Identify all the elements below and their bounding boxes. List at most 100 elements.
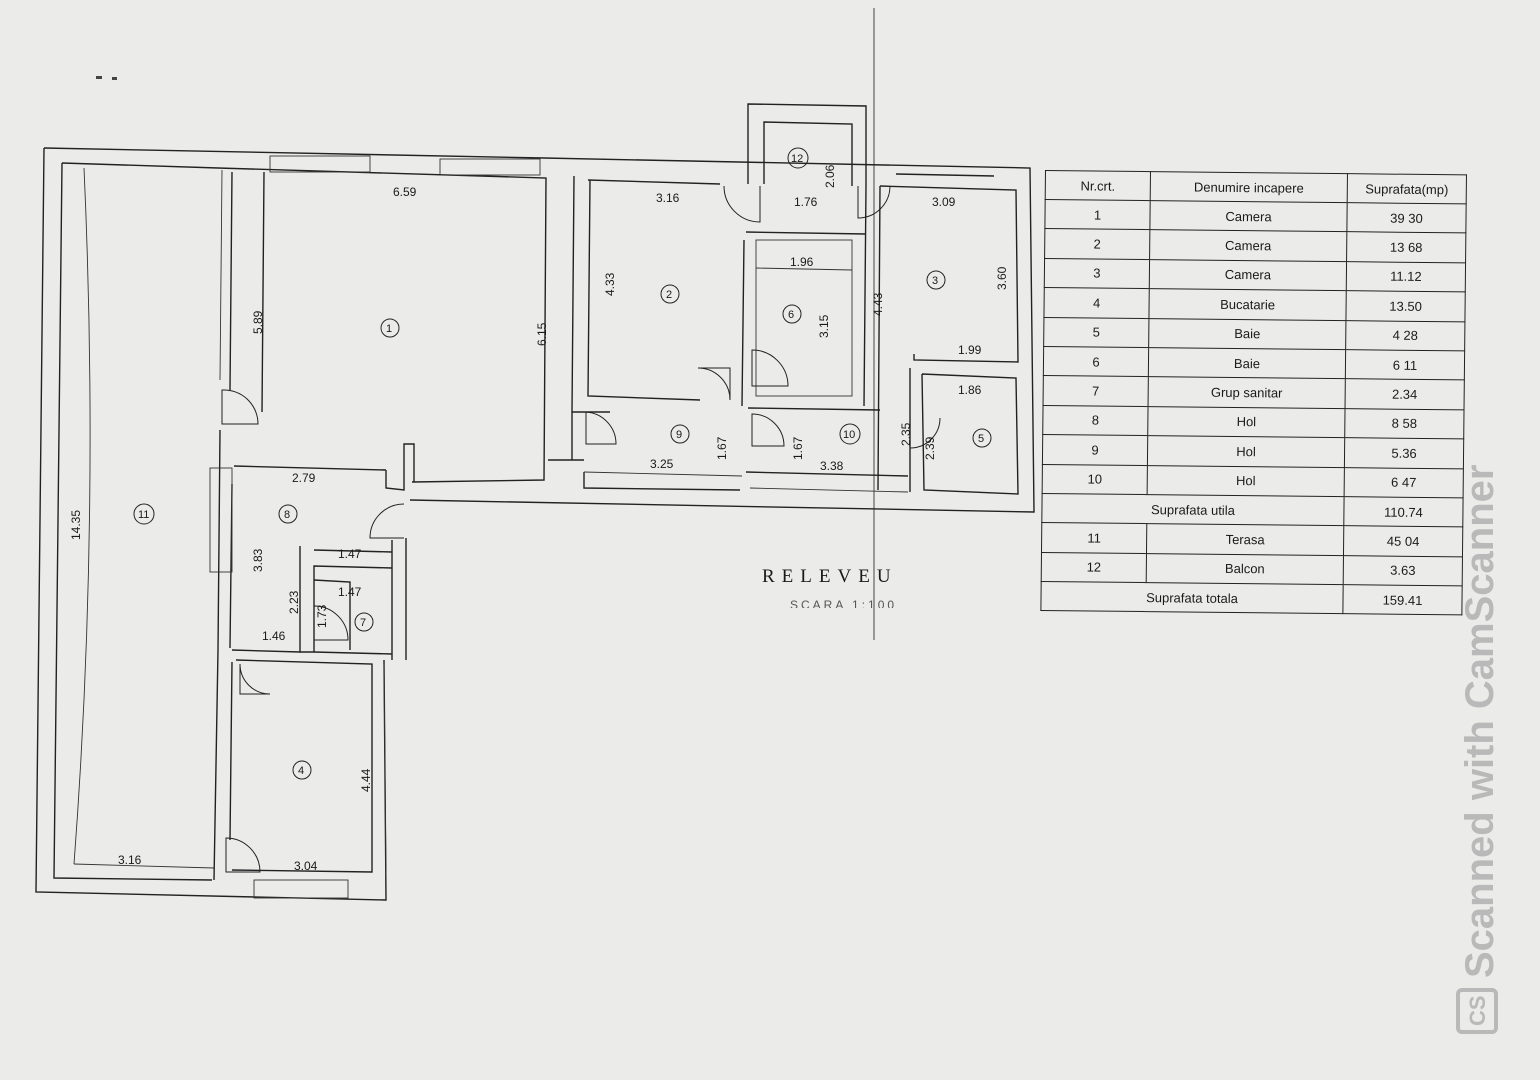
dim-label: 4.33 bbox=[603, 272, 617, 296]
dim-label: 1.96 bbox=[790, 255, 814, 269]
room-label: 1 bbox=[386, 323, 392, 335]
room-label: 11 bbox=[138, 509, 149, 521]
total-area: 159.41 bbox=[1342, 584, 1463, 616]
room-3-walls bbox=[745, 173, 1019, 495]
dim-label: 3.16 bbox=[118, 853, 142, 867]
dim-label: 4.44 bbox=[359, 768, 373, 792]
door-swings bbox=[221, 185, 941, 873]
cell-name: Hol bbox=[1147, 465, 1345, 497]
room-label: 8 bbox=[284, 509, 290, 521]
cell-name: Baie bbox=[1148, 347, 1346, 380]
cell-name: Hol bbox=[1147, 435, 1345, 468]
cell-nr: 2 bbox=[1044, 228, 1150, 260]
cell-nr: 10 bbox=[1042, 464, 1148, 495]
cell-nr: 3 bbox=[1044, 258, 1150, 289]
subtotal-area: 110.74 bbox=[1343, 496, 1464, 528]
room-label: 9 bbox=[676, 429, 682, 441]
cell-nr: 4 bbox=[1043, 287, 1150, 319]
cell-nr: 8 bbox=[1042, 405, 1149, 436]
drawing-title: RELEVEU bbox=[762, 566, 898, 587]
room-6-walls bbox=[745, 185, 867, 407]
room-area-table: Nr.crt. Denumire incapere Suprafata(mp) … bbox=[1040, 170, 1467, 616]
room-label: 5 bbox=[978, 433, 984, 445]
header-area: Suprafata(mp) bbox=[1347, 173, 1467, 204]
cell-area: 3.63 bbox=[1343, 555, 1463, 586]
dim-label: 3.38 bbox=[820, 459, 844, 473]
subtotal-label: Suprafata utila bbox=[1041, 493, 1345, 526]
cell-area: 45 04 bbox=[1343, 525, 1463, 557]
cell-name: Camera bbox=[1149, 259, 1347, 291]
cell-area: 13 68 bbox=[1346, 232, 1466, 263]
total-label: Suprafata totala bbox=[1040, 581, 1344, 615]
cell-name: Balcon bbox=[1146, 553, 1344, 585]
cell-area: 2.34 bbox=[1345, 379, 1465, 410]
dim-label: 1.73 bbox=[315, 604, 329, 628]
cell-area: 11.12 bbox=[1346, 261, 1466, 293]
cell-nr: 9 bbox=[1042, 434, 1148, 466]
room-label: 3 bbox=[932, 275, 938, 287]
room-12-walls bbox=[747, 103, 867, 186]
room-markers: 1 2 3 4 5 6 7 8 9 10 11 12 bbox=[133, 147, 992, 780]
table-header-row: Nr.crt. Denumire incapere Suprafata(mp) bbox=[1045, 170, 1467, 204]
dim-label: 1.76 bbox=[794, 195, 818, 209]
dim-label: 1.46 bbox=[262, 629, 286, 643]
dim-label: 14.35 bbox=[69, 510, 83, 540]
dim-label: 6.59 bbox=[393, 185, 417, 199]
room-2-walls bbox=[548, 175, 745, 491]
watermark-logo-text: CS bbox=[1465, 995, 1490, 1026]
dim-label: 3.16 bbox=[656, 191, 680, 205]
cell-area: 13.50 bbox=[1345, 290, 1466, 322]
dim-label: 5.89 bbox=[251, 310, 265, 334]
dim-label: 1.67 bbox=[715, 436, 729, 460]
cell-area: 8 58 bbox=[1344, 408, 1465, 440]
room-4-walls bbox=[213, 649, 387, 899]
cell-nr: 1 bbox=[1044, 199, 1151, 230]
room-label: 6 bbox=[788, 309, 794, 321]
dim-label: 3.25 bbox=[650, 457, 674, 471]
cell-area: 4 28 bbox=[1345, 320, 1465, 351]
dim-label: 3.09 bbox=[932, 195, 956, 209]
dim-label: 1.47 bbox=[338, 585, 362, 599]
room-label: 4 bbox=[298, 765, 304, 777]
dim-label: 2.35 bbox=[899, 422, 913, 446]
camscanner-logo-icon: CS bbox=[1456, 988, 1498, 1034]
cell-name: Grup sanitar bbox=[1148, 376, 1346, 409]
dim-label: 2.79 bbox=[292, 471, 316, 485]
cell-nr: 6 bbox=[1043, 346, 1149, 377]
terrace-walls bbox=[35, 147, 1035, 901]
cell-nr: 11 bbox=[1041, 522, 1147, 554]
cell-name: Hol bbox=[1147, 406, 1346, 438]
room-8-walls bbox=[209, 429, 407, 660]
dim-label: 1.86 bbox=[958, 383, 982, 397]
dim-label: 3.60 bbox=[995, 266, 1009, 290]
header-name: Denumire incapere bbox=[1150, 171, 1348, 203]
cell-name: Baie bbox=[1148, 318, 1346, 350]
cell-nr: 12 bbox=[1041, 552, 1147, 583]
dim-label: 1.47 bbox=[338, 547, 362, 561]
cell-area: 6 11 bbox=[1345, 349, 1465, 381]
room-label: 12 bbox=[791, 153, 803, 165]
cell-area: 39 30 bbox=[1346, 202, 1467, 234]
dim-label: 6.15 bbox=[535, 322, 549, 346]
cell-nr: 5 bbox=[1043, 317, 1149, 348]
cell-name: Camera bbox=[1149, 200, 1348, 233]
dim-label: 2.23 bbox=[287, 590, 301, 614]
dim-label: 2.39 bbox=[923, 436, 937, 460]
dimension-labels: 6.59 3.16 1.76 3.09 2.06 1.96 3.15 4.33 … bbox=[69, 164, 1009, 873]
room-1-walls bbox=[217, 155, 547, 491]
dim-label: 2.06 bbox=[823, 164, 837, 188]
cell-name: Bucatarie bbox=[1148, 288, 1347, 321]
dim-label: 1.99 bbox=[958, 343, 982, 357]
